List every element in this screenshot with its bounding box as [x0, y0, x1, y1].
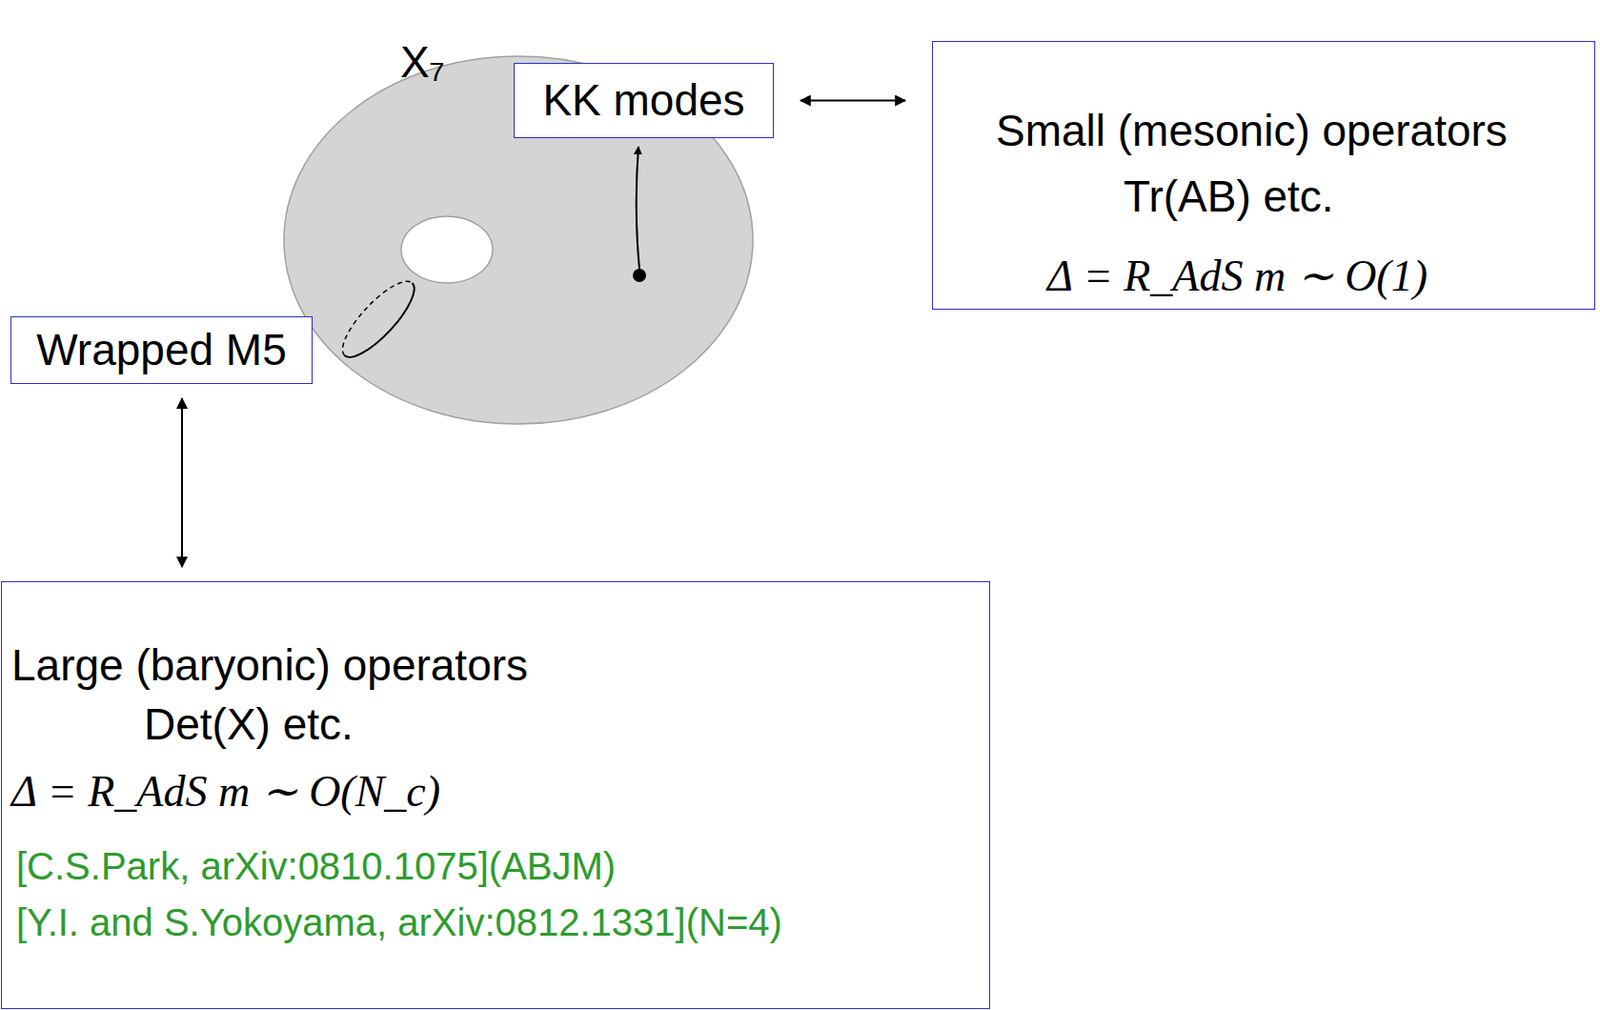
cycle-back	[332, 271, 412, 356]
node-text: Large (baryonic) operators	[11, 639, 528, 692]
formula-text: Δ = R_AdS m ∼ O(N_c)	[11, 765, 441, 818]
manifold-label: X₇	[400, 36, 446, 88]
manifold-hole	[401, 216, 493, 284]
node-text: KK modes	[542, 74, 745, 127]
reference-note: [C.S.Park, arXiv:0810.1075](ABJM)	[16, 843, 616, 890]
cycle-front	[344, 283, 425, 367]
mode-box: KK modes	[513, 62, 774, 139]
mode-dot	[632, 268, 647, 283]
node-text: Tr(AB) etc.	[1123, 170, 1335, 223]
mode-arrow	[636, 146, 640, 269]
node-text: Wrapped M5	[36, 324, 287, 377]
reference-note: [Y.I. and S.Yokoyama, arXiv:0812.1331](N…	[16, 899, 783, 946]
brane-box: Wrapped M5	[10, 316, 313, 385]
double-arrow	[800, 100, 906, 102]
node-text: Small (mesonic) operators	[995, 104, 1508, 158]
formula-text: Δ = R_AdS m ∼ O(1)	[1047, 249, 1428, 303]
operator-box: Large (baryonic) operatorsDet(X) etc. Δ =…	[0, 581, 991, 1010]
operator-box: Small (mesonic) operatorsTr(AB) etc. Δ = …	[931, 40, 1596, 310]
node-text: Det(X) etc.	[143, 698, 354, 751]
double-arrow	[181, 398, 183, 568]
